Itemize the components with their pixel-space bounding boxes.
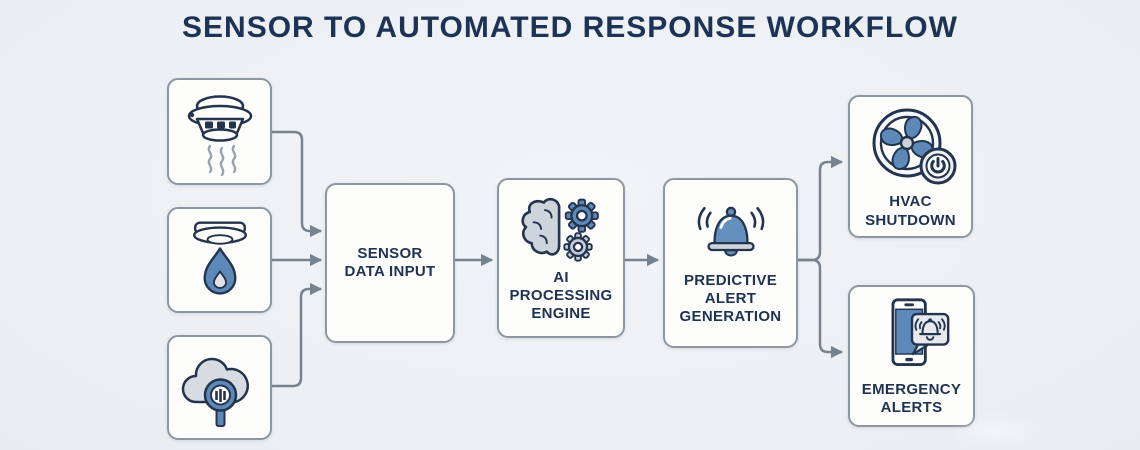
cloud-magnifier-icon [181,357,249,427]
ai-processing-label: AI PROCESSING ENGINE [509,268,613,323]
smoke-detector-icon [187,94,252,176]
connector-predictive-to-emergency [798,258,844,359]
connector-predictive-to-hvac [798,155,844,262]
connector-air-to-input [272,282,323,388]
diagram-title: SENSOR TO AUTOMATED RESPONSE WORKFLOW [182,11,958,44]
heat-detector-flame-icon [192,221,247,295]
phone-alert-icon [891,298,949,366]
emergency-alerts-label: EMERGENCY ALERTS [861,380,962,416]
sensor-data-input-label: SENSOR DATA INPUT [344,244,436,280]
smoke-detector-node [167,78,272,185]
predictive-alert-label: PREDICTIVE ALERT GENERATION [679,271,782,326]
alert-bell-icon [697,206,764,257]
air-quality-node [167,335,272,440]
connector-smoke-to-input [272,130,323,238]
hvac-shutdown-node: HVAC SHUTDOWN [848,95,973,238]
sensor-data-input-node: SENSOR DATA INPUT [325,183,455,343]
predictive-alert-node: PREDICTIVE ALERT GENERATION [663,178,798,348]
brain-gears-icon [521,197,599,262]
emergency-alerts-node: EMERGENCY ALERTS [848,285,975,427]
watermark-ghost [950,412,1040,450]
fan-power-icon [872,108,956,185]
heat-detector-node [167,207,272,313]
ai-processing-node: AI PROCESSING ENGINE [497,178,625,338]
hvac-shutdown-label: HVAC SHUTDOWN [865,193,956,229]
